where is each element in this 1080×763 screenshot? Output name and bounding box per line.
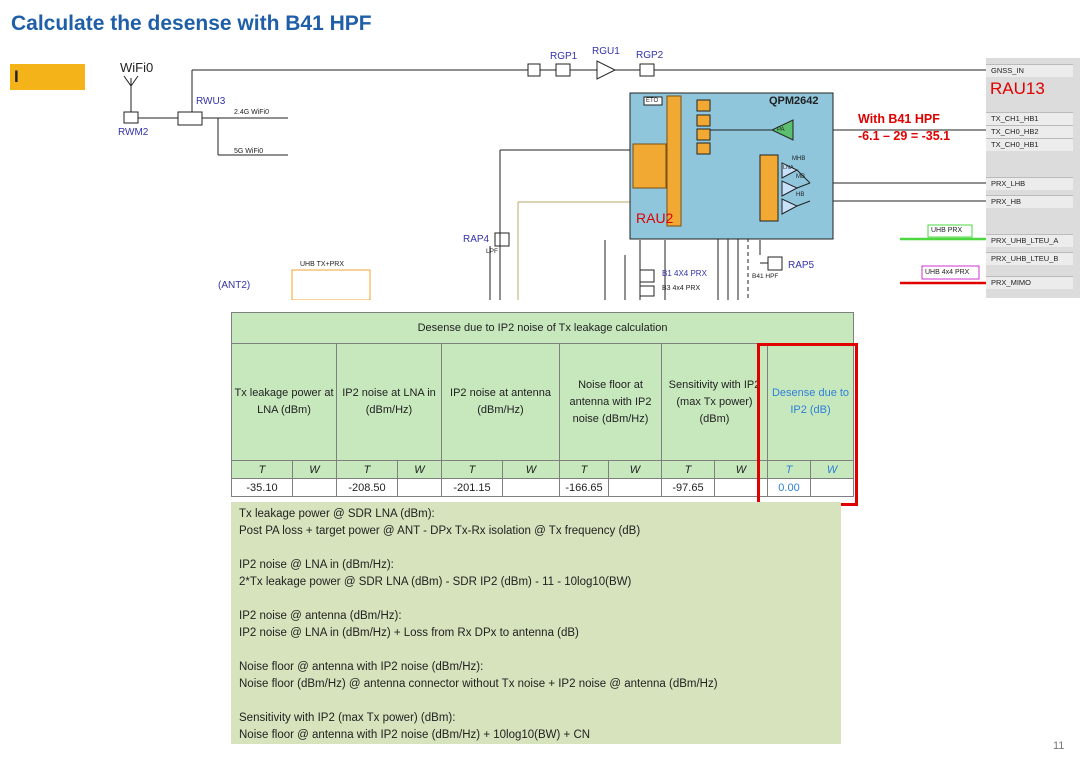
note-block: Tx leakage power @ SDR LNA (dBm): Post P… — [239, 506, 841, 540]
note-block: IP2 noise @ LNA in (dBm/Hz): 2*Tx leakag… — [239, 557, 841, 591]
eto-label: ETO — [646, 98, 659, 104]
b1-label: B1 4X4 PRX — [662, 269, 707, 278]
w-label: W — [292, 460, 337, 479]
section-marker: I — [10, 64, 85, 90]
lna-label: LNA — [783, 165, 794, 171]
rwm2-label: RWM2 — [118, 127, 149, 138]
w-label: W — [714, 460, 768, 479]
rwu3-label: RWU3 — [196, 96, 226, 107]
rgp2-label: RGP2 — [636, 50, 664, 61]
pin-label: PRX_LHB — [986, 177, 1073, 190]
pin-label: TX_CH1_HB1 — [986, 112, 1073, 125]
pin-label: PRX_MIMO — [986, 276, 1073, 289]
note-title: IP2 noise @ LNA in (dBm/Hz): — [239, 559, 394, 571]
hpf-note-equation: -6.1 – 29 = -35.1 — [858, 129, 951, 143]
uhb-4x4-prx-tag: UHB 4x4 PRX — [925, 269, 970, 276]
value-cell: -208.50 — [336, 478, 398, 497]
empty-cell — [809, 478, 855, 497]
wifi5-label: 5G WiFi0 — [234, 148, 264, 155]
b3-label: B3 4x4 PRX — [662, 285, 701, 292]
value-cell: -35.10 — [231, 478, 293, 497]
desense-table: Desense due to IP2 noise of Tx leakage c… — [230, 312, 855, 497]
marker-label: I — [14, 67, 19, 86]
note-title: Noise floor @ antenna with IP2 noise (dB… — [239, 661, 484, 673]
rgp1-label: RGP1 — [550, 51, 578, 62]
b41hpf-label: B41 HPF — [752, 273, 779, 280]
w-label: W — [608, 460, 662, 479]
pin-label: PRX_UHB_LTEU_B — [986, 252, 1073, 265]
rgu1-label: RGU1 — [592, 46, 620, 57]
pin-label: GNSS_IN — [986, 64, 1073, 77]
w-label: W — [502, 460, 560, 479]
page-number: 11 — [1053, 740, 1065, 752]
mb-label: MB — [796, 174, 805, 180]
note-formula: Noise floor @ antenna with IP2 noise (dB… — [239, 729, 591, 741]
note-block: Noise floor @ antenna with IP2 noise (dB… — [239, 659, 841, 693]
mhb-label: MHB — [792, 156, 806, 162]
column-header: Tx leakage power at LNA (dBm) — [231, 343, 337, 461]
note-formula: Noise floor (dBm/Hz) @ antenna connector… — [239, 678, 718, 690]
rau13-label: RAU13 — [990, 79, 1045, 98]
qpm-label: QPM2642 — [769, 95, 819, 107]
note-formula: 2*Tx leakage power @ SDR LNA (dBm) - SDR… — [239, 576, 632, 588]
hpf-annotation: With B41 HPF -6.1 – 29 = -35.1 — [858, 111, 950, 145]
note-title: IP2 noise @ antenna (dBm/Hz): — [239, 610, 402, 622]
hpf-note-title: With B41 HPF — [858, 112, 940, 126]
formula-notes: Tx leakage power @ SDR LNA (dBm): Post P… — [231, 502, 841, 744]
note-formula: Post PA loss + target power @ ANT - DPx … — [239, 525, 641, 537]
note-block: IP2 noise @ antenna (dBm/Hz): IP2 noise … — [239, 608, 841, 642]
pin-label: TX_CH0_HB1 — [986, 138, 1073, 151]
column-header-desense: Desense due to IP2 (dB) — [766, 343, 855, 461]
lpf-label: LPF — [486, 248, 498, 255]
t-label: T — [559, 460, 609, 479]
slide-title: Calculate the desense with B41 HPF — [11, 12, 372, 35]
column-header: Sensitivity with IP2 (max Tx power)(dBm) — [661, 343, 768, 461]
t-label: T — [231, 460, 293, 479]
empty-cell — [608, 478, 662, 497]
rap4-label: RAP4 — [463, 234, 490, 245]
column-header: IP2 noise at LNA in (dBm/Hz) — [336, 343, 442, 461]
empty-cell — [714, 478, 768, 497]
column-header: IP2 noise at antenna (dBm/Hz) — [441, 343, 560, 461]
value-cell: -166.65 — [559, 478, 609, 497]
column-header: Noise floor at antenna with IP2 noise (d… — [559, 343, 662, 461]
uhb-txprx-label: UHB TX+PRX — [300, 261, 345, 268]
note-formula: IP2 noise @ LNA in (dBm/Hz) + Loss from … — [239, 627, 579, 639]
t-label: T — [661, 460, 715, 479]
w-label: W — [397, 460, 442, 479]
note-title: Tx leakage power @ SDR LNA (dBm): — [239, 508, 435, 520]
note-block: Sensitivity with IP2 (max Tx power) (dBm… — [239, 710, 841, 744]
rau2-label: RAU2 — [636, 210, 674, 226]
t-label: T — [441, 460, 503, 479]
hb-label: HB — [796, 192, 805, 198]
note-title: Sensitivity with IP2 (max Tx power) (dBm… — [239, 712, 456, 724]
table-title: Desense due to IP2 noise of Tx leakage c… — [230, 312, 855, 344]
ant2-label: (ANT2) — [218, 280, 251, 291]
pin-panel: GNSS_IN RAU13 TX_CH1_HB1 TX_CH0_HB2 TX_C… — [986, 58, 1080, 298]
wifi24-label: 2.4G WiFi0 — [234, 109, 270, 116]
value-cell: -201.15 — [441, 478, 503, 497]
empty-cell — [397, 478, 442, 497]
empty-cell — [292, 478, 337, 497]
rap5-label: RAP5 — [788, 260, 815, 271]
value-cell: -97.65 — [661, 478, 715, 497]
pin-label: PRX_UHB_LTEU_A — [986, 234, 1073, 247]
desense-highlight-box — [757, 343, 858, 506]
uhb-prx-tag: UHB PRX — [931, 227, 963, 234]
t-label: T — [336, 460, 398, 479]
pin-label: PRX_HB — [986, 195, 1073, 208]
w-label: W — [809, 460, 855, 479]
rf-schematic — [123, 60, 986, 300]
wifi0-label: WiFi0 — [120, 60, 154, 75]
empty-cell — [502, 478, 560, 497]
pin-label: TX_CH0_HB2 — [986, 125, 1073, 138]
pa-label: PA — [777, 127, 785, 133]
